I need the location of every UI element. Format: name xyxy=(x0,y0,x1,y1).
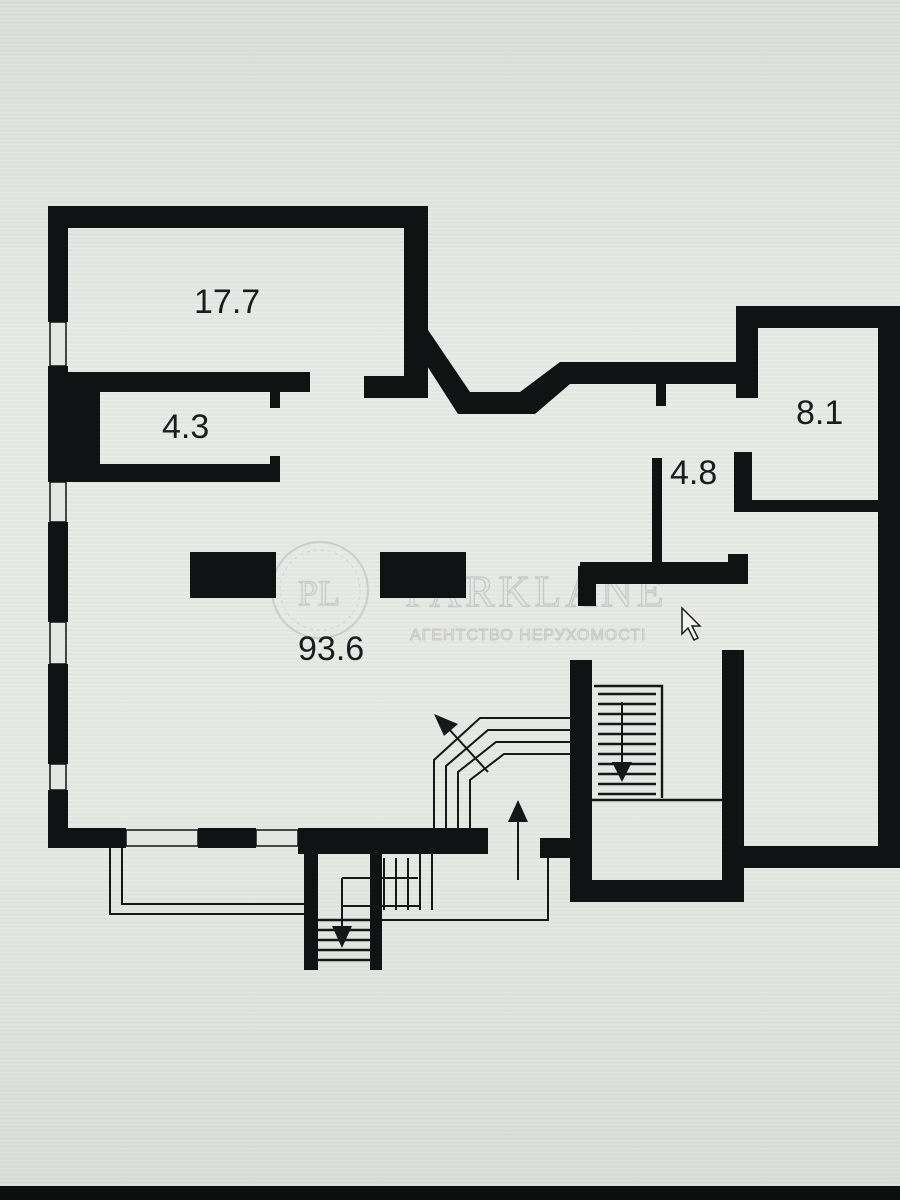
wall-right-outer xyxy=(878,326,900,846)
stair-arrow-down-icon xyxy=(612,762,632,782)
entrance-arrow-down-icon xyxy=(332,926,352,948)
wall-room-81-left-lower xyxy=(734,452,752,512)
wall-top-left xyxy=(48,206,428,228)
room-area-label: 8.1 xyxy=(796,394,843,432)
wall-bottom-a xyxy=(48,828,126,848)
wall-room-81-bottom xyxy=(750,500,890,512)
wall-stair-core-bottom xyxy=(570,880,744,902)
window-bottom-2 xyxy=(255,829,299,847)
wall-bottom-d xyxy=(540,838,574,858)
room-area-label: 93.6 xyxy=(298,630,364,668)
wall-corridor-partition xyxy=(652,458,662,564)
wall-angled-segment xyxy=(404,330,740,414)
wall-bottom-b xyxy=(198,828,256,848)
stair-core xyxy=(592,684,722,802)
wall-stub-center xyxy=(364,376,428,398)
wall-stair-core-left xyxy=(570,660,592,900)
window-bottom-1 xyxy=(125,829,199,847)
wall-stair-core-top-end xyxy=(728,554,748,584)
wall-room-17-right xyxy=(404,206,428,396)
room-area-label: 4.3 xyxy=(162,408,209,446)
wall-room-81-left-upper xyxy=(736,306,758,398)
window-left-1 xyxy=(49,321,67,367)
wall-room-43-door-stub-b xyxy=(270,456,280,472)
wall-room-43-bottom xyxy=(48,464,280,482)
wall-bottom-right xyxy=(740,846,900,868)
diagonal-arrow-icon xyxy=(434,714,458,736)
column-center xyxy=(380,552,466,598)
entrance-stairs xyxy=(318,890,370,962)
wall-vestibule-right xyxy=(370,848,382,970)
wall-left-a xyxy=(48,206,68,322)
window-left-3 xyxy=(49,621,67,665)
watermark: PL PARKLANE АГЕНТСТВО НЕРУХОМОСТІ xyxy=(271,541,664,645)
monitor-bezel-bottom xyxy=(0,1186,900,1200)
window-left-2 xyxy=(49,481,67,523)
room-area-label: 17.7 xyxy=(194,283,260,321)
room-area-label: 4.8 xyxy=(670,454,717,492)
wall-room-43-top xyxy=(48,372,310,392)
wall-vestibule-left xyxy=(304,848,318,970)
wall-bottom-c xyxy=(298,828,488,854)
watermark-tagline: АГЕНТСТВО НЕРУХОМОСТІ xyxy=(410,627,646,644)
wall-stair-core-top xyxy=(580,562,738,584)
walls xyxy=(48,206,900,970)
column-left xyxy=(190,552,276,598)
wall-room-43-door-stub-a xyxy=(270,392,280,408)
wall-stair-core-right xyxy=(722,650,744,900)
wall-left-d xyxy=(48,664,68,764)
window-left-4 xyxy=(49,763,67,791)
wall-room-43-left-thick xyxy=(48,372,100,474)
wall-stair-core-top-left xyxy=(578,566,596,606)
wall-room-81-top xyxy=(736,306,900,328)
hall-arrows xyxy=(434,714,528,880)
mouse-pointer-icon xyxy=(681,606,702,642)
entrance-arrow-up-icon xyxy=(508,800,528,822)
wall-corridor-stub xyxy=(656,384,666,406)
watermark-monogram: PL xyxy=(298,573,340,613)
wall-left-c xyxy=(48,522,68,622)
